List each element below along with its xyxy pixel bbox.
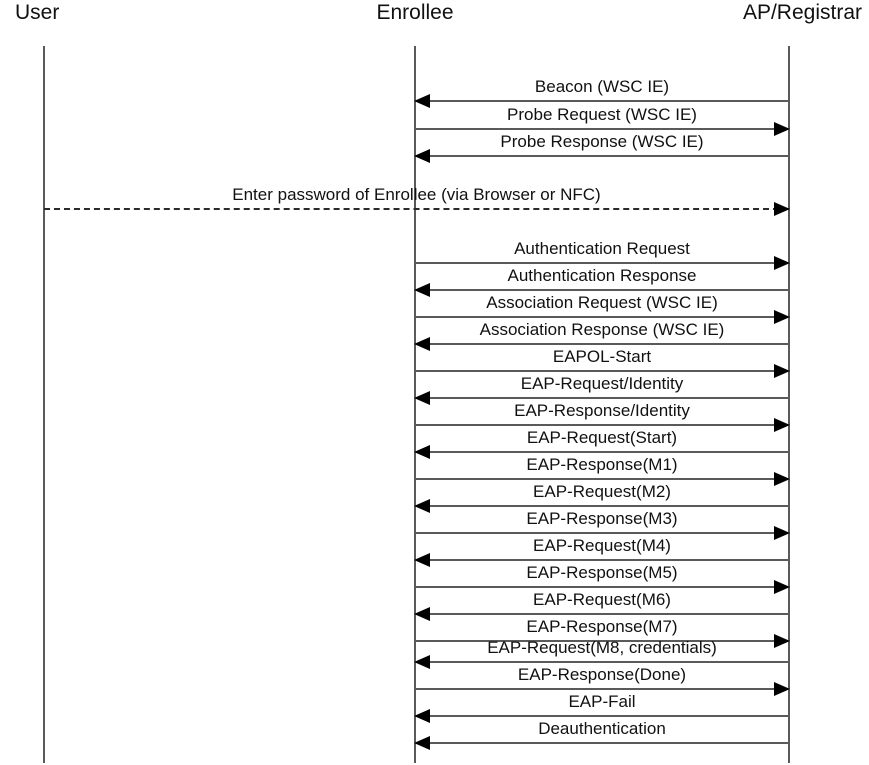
message-label: EAP-Request(M8, credentials) [487,638,717,657]
arrowhead-left [414,94,430,108]
message-line [415,640,789,642]
message-label: Enter password of Enrollee (via Browser … [232,185,601,204]
arrowhead-right [774,634,790,648]
message-label: EAP-Response(M1) [526,455,678,474]
actor-label-ap: AP/Registrar [742,1,862,24]
arrowhead-right [774,202,790,216]
arrowhead-right [774,364,790,378]
arrowhead-right [774,580,790,594]
message-label: EAP-Response(Done) [517,665,687,684]
message-line [415,343,789,345]
arrowhead-left [414,553,430,567]
message-line [415,370,789,372]
arrowhead-left [414,499,430,513]
arrowhead-left [414,149,430,163]
message-label: Authentication Request [514,239,690,258]
message-line [415,559,789,561]
arrowhead-right [774,122,790,136]
arrowhead-right [774,682,790,696]
message-line [415,505,789,507]
arrowhead-left [414,391,430,405]
arrowhead-left [414,445,430,459]
message-label: Deauthentication [538,719,666,738]
message-line [415,397,789,399]
arrowhead-left [414,736,430,750]
message-label: EAPOL-Start [552,347,652,366]
lifeline-user [43,46,45,763]
arrowhead-left [414,337,430,351]
message-line [415,289,789,291]
message-label: Association Response (WSC IE) [479,320,725,339]
actor-label-enrollee: Enrollee [376,1,454,24]
arrowhead-right [774,472,790,486]
message-line [415,128,789,130]
message-label: Beacon (WSC IE) [534,77,670,96]
message-label: Authentication Response [507,266,697,285]
message-label: EAP-Response(M5) [526,563,678,582]
arrowhead-right [774,418,790,432]
message-line [415,742,789,744]
message-line [415,661,789,663]
message-label: EAP-Fail [568,692,636,711]
message-label: EAP-Request/Identity [520,374,684,393]
message-label: Association Request (WSC IE) [486,293,718,312]
message-line [415,155,789,157]
arrowhead-left [414,283,430,297]
arrowhead-right [774,310,790,324]
message-label: EAP-Response/Identity [514,401,690,420]
message-line [415,688,789,690]
message-label: EAP-Response(M7) [526,617,678,636]
arrowhead-right [774,256,790,270]
actor-label-user: User [15,1,60,24]
message-line [415,316,789,318]
arrowhead-left [414,655,430,669]
message-line [415,100,789,102]
message-line [415,586,789,588]
message-label: EAP-Request(M4) [533,536,671,555]
message-line [415,532,789,534]
message-line [415,613,789,615]
message-line [44,208,789,210]
message-line [415,262,789,264]
message-label: EAP-Request(Start) [526,428,678,447]
lifeline-ap [788,46,790,763]
message-label: Probe Response (WSC IE) [500,132,704,151]
message-line [415,478,789,480]
message-label: EAP-Response(M3) [526,509,678,528]
message-label: EAP-Request(M6) [533,590,671,609]
arrowhead-right [774,526,790,540]
message-line [415,451,789,453]
message-label: Probe Request (WSC IE) [507,105,697,124]
arrowhead-left [414,709,430,723]
message-label: EAP-Request(M2) [533,482,671,501]
arrowhead-left [414,607,430,621]
message-line [415,424,789,426]
message-line [415,715,789,717]
